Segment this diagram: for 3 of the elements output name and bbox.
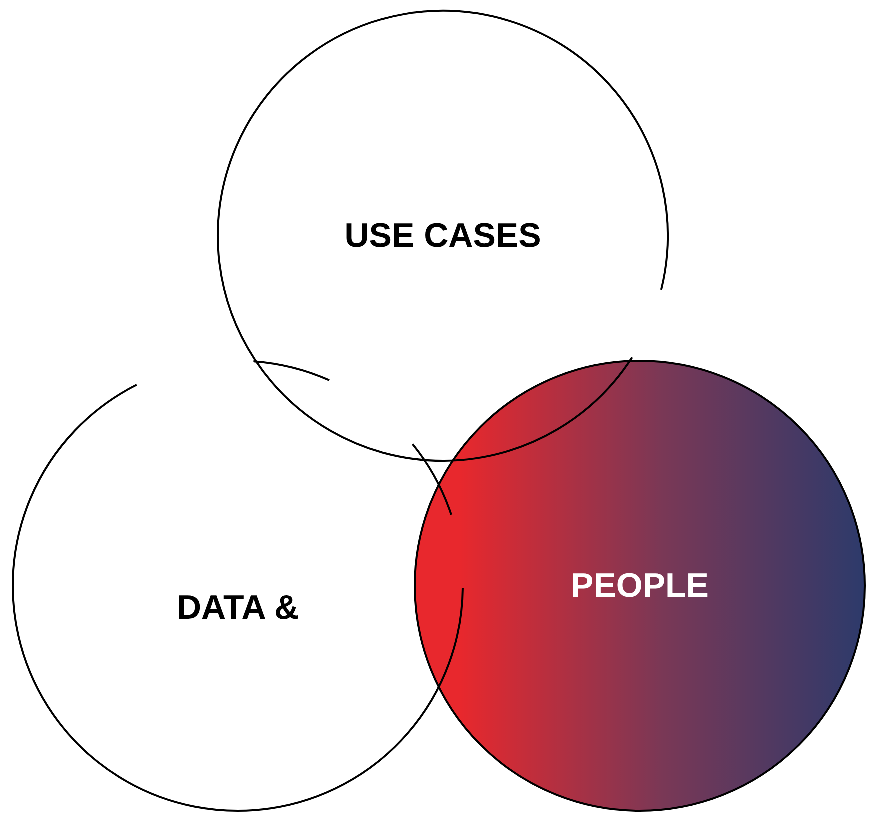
circle-label: DATA & bbox=[176, 588, 300, 628]
circle-label: PEOPLE bbox=[570, 566, 710, 606]
circle-label: USE CASES bbox=[344, 216, 542, 256]
